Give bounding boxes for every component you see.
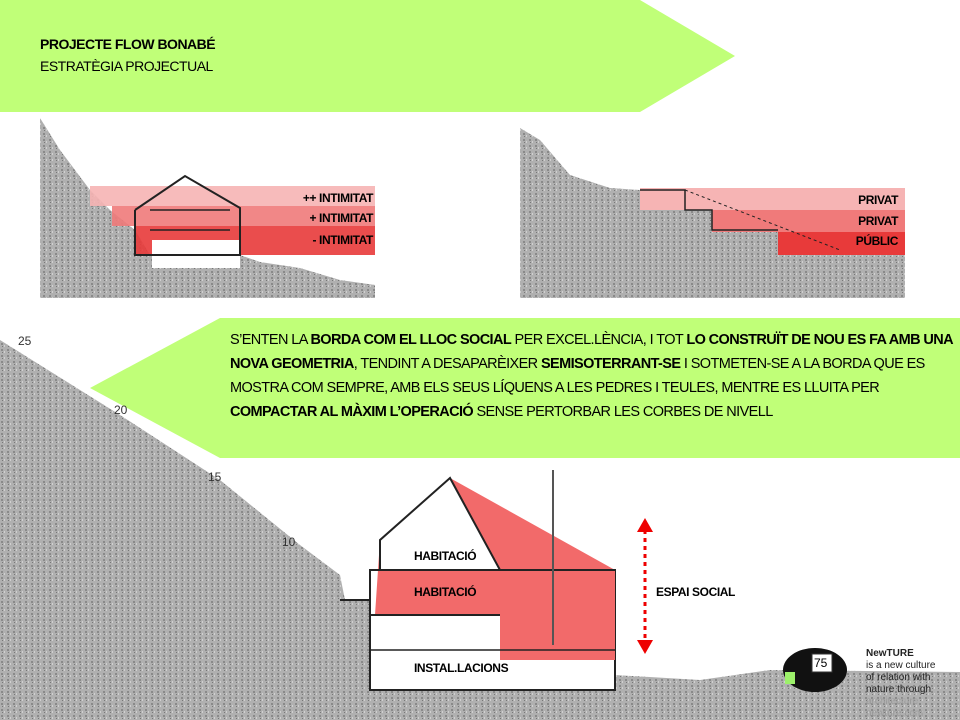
logo-tagline-line: is a new culture <box>866 660 936 671</box>
logo-tree <box>783 648 847 692</box>
logo-tagline-line: of relation with <box>866 672 931 683</box>
logo-tagline-line: architecture <box>866 696 919 707</box>
logo-url: newture.com <box>866 708 924 719</box>
label-low-intimacy: - INTIMITAT <box>312 233 374 247</box>
callout-segment: S’ENTEN LA <box>230 332 311 348</box>
diagram-privacy <box>520 128 905 298</box>
slide-title: PROJECTE FLOW BONABÉ <box>40 36 216 52</box>
diagram-intimacy <box>40 118 375 298</box>
callout-emphasis: COMPACTAR AL MÀXIM L’OPERACIÓ <box>230 404 474 420</box>
social-space-label: ESPAI SOCIAL <box>656 585 735 599</box>
terrain-section <box>0 340 960 720</box>
callout-segment: , TENDINT A DESAPARÈIXER <box>353 356 541 372</box>
label-public: PÚBLIC <box>855 234 899 248</box>
room-label-bedroom-lower: HABITACIÓ <box>414 585 477 599</box>
social-space-arrow <box>637 518 653 654</box>
logo-text: NewTURE is a new culture of relation wit… <box>866 648 935 720</box>
slide-subtitle: ESTRATÈGIA PROJECTUAL <box>40 58 213 74</box>
callout-segment: PER EXCEL.LÈNCIA, I TOT <box>511 332 687 348</box>
callout-segment: I SOTMETEN-SE A LA BORDA QUE ES MOSTRA C… <box>230 356 925 396</box>
room-label-installations: INSTAL.LACIONS <box>414 661 509 675</box>
logo-tagline-line: nature through <box>866 684 932 695</box>
room-label-bedroom-upper: HABITACIÓ <box>414 549 477 563</box>
callout-emphasis: LO CONSTRUÏT DE NOU ES FA AMB UNA NOVA G… <box>230 332 953 372</box>
building-section <box>340 470 616 691</box>
label-private-1: PRIVAT <box>858 193 898 207</box>
callout-emphasis: BORDA COM EL LLOC SOCIAL <box>310 332 512 348</box>
page-number: 75 <box>814 656 828 670</box>
label-private-2: PRIVAT <box>858 214 898 228</box>
callout-emphasis: SEMISOTERRANT-SE <box>540 356 681 372</box>
callout-segment: SENSE PERTORBAR LES CORBES DE NIVELL <box>473 404 773 420</box>
callout-banner <box>90 318 960 458</box>
callout-text: S’ENTEN LA BORDA COM EL LLOC SOCIAL PER … <box>230 328 955 424</box>
logo-name: NewTURE <box>866 648 914 659</box>
header-banner <box>0 0 735 112</box>
label-high-intimacy: ++ INTIMITAT <box>302 191 373 205</box>
contour-label: 25 <box>18 334 32 348</box>
contour-label: 10 <box>282 535 296 549</box>
contour-label: 20 <box>114 403 128 417</box>
contour-label: 15 <box>208 470 222 484</box>
label-mid-intimacy: + INTIMITAT <box>309 211 374 225</box>
